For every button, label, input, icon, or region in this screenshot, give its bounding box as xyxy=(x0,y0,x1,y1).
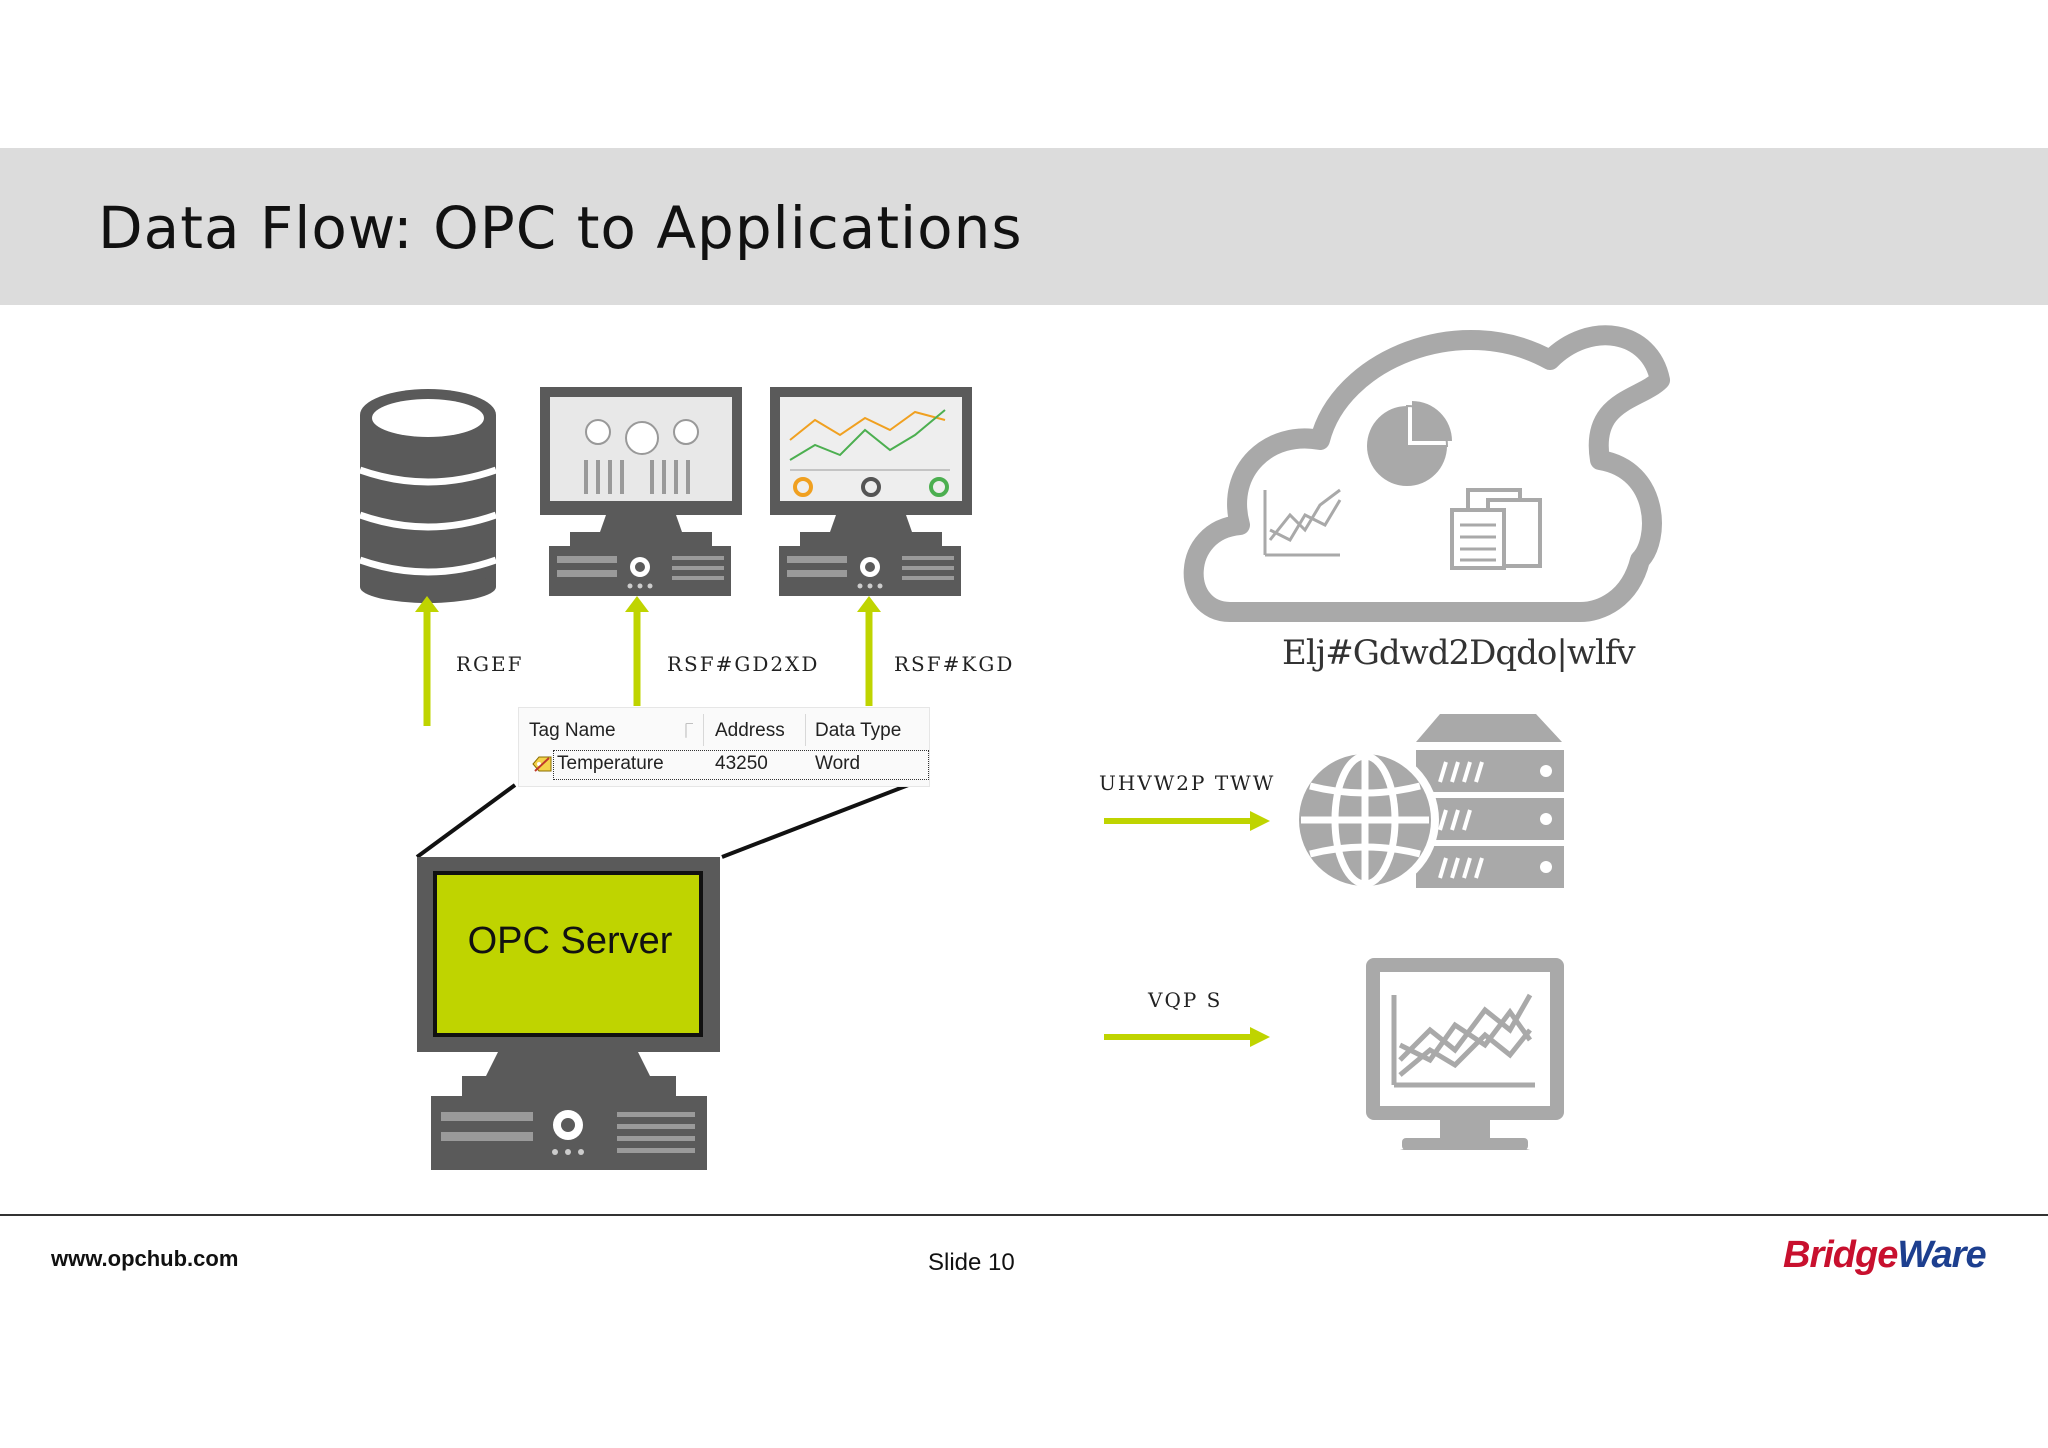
callout-line-left xyxy=(415,783,517,859)
column-divider xyxy=(703,714,704,746)
table-row[interactable] xyxy=(553,750,929,780)
logo-ware: Ware xyxy=(1897,1234,1986,1276)
up-arrow-trend xyxy=(857,596,881,706)
tag-table: Tag Name ⎾ Address Data Type Temperature… xyxy=(518,707,930,787)
cloud-caption: Elj#Gdwd2Dqdo|wlfv xyxy=(1282,633,1636,673)
opc-server-label: OPC Server xyxy=(467,920,673,962)
title-band xyxy=(0,148,2048,305)
data-type-cell: Word xyxy=(815,753,861,774)
column-header-tag-name[interactable]: Tag Name xyxy=(529,720,616,741)
tag-icon xyxy=(531,754,552,772)
tag-name-cell: Temperature xyxy=(557,753,664,774)
up-arrow-hmi xyxy=(625,596,649,706)
web-arrow-label: UHVW2P TWW xyxy=(1099,771,1276,795)
cloud-analytics-icon xyxy=(1183,325,1670,622)
database-arrow-label: RGEF xyxy=(456,652,524,676)
web-server-icon xyxy=(1291,714,1564,894)
up-arrow-database xyxy=(415,596,439,726)
trend-workstation-icon xyxy=(770,387,972,596)
snmp-arrow-label: VQP S xyxy=(1148,988,1223,1012)
sort-indicator-icon: ⎾ xyxy=(679,723,693,739)
right-arrow-snmp xyxy=(1104,1027,1270,1047)
hmi-workstation-icon xyxy=(540,387,742,596)
column-header-data-type[interactable]: Data Type xyxy=(815,720,902,741)
monitor-chart-icon xyxy=(1366,958,1564,1150)
column-divider xyxy=(805,714,806,746)
logo-bridge: Bridge xyxy=(1783,1234,1898,1276)
hmi-arrow-label: RSF#GD2XD xyxy=(667,652,820,676)
database-icon xyxy=(358,389,498,603)
address-cell: 43250 xyxy=(715,753,768,774)
callout-line-right xyxy=(721,777,925,859)
footer-divider xyxy=(0,1214,2048,1216)
trend-arrow-label: RSF#KGD xyxy=(894,652,1015,676)
right-arrow-web xyxy=(1104,811,1270,831)
opc-server-workstation-icon xyxy=(417,857,720,1170)
slide-number: Slide 10 xyxy=(928,1249,1015,1276)
footer-url[interactable]: www.opchub.com xyxy=(51,1246,239,1271)
column-header-address[interactable]: Address xyxy=(715,720,785,741)
slide-title: Data Flow: OPC to Applications xyxy=(98,194,1023,262)
bridgeware-logo: BridgeWare xyxy=(1783,1234,1987,1277)
